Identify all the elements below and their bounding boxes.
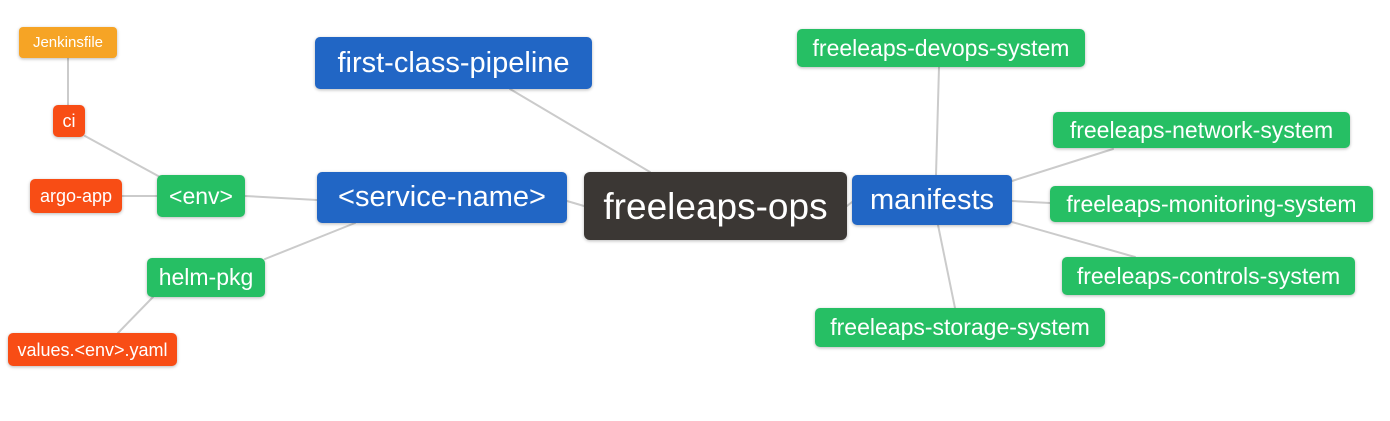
node-jenkinsfile[interactable]: Jenkinsfile [19, 27, 117, 58]
node-argo-app[interactable]: argo-app [30, 179, 122, 213]
node-values-env-yaml[interactable]: values.<env>.yaml [8, 333, 177, 366]
node-freeleaps-network-system[interactable]: freeleaps-network-system [1053, 112, 1350, 148]
node-freeleaps-controls-system[interactable]: freeleaps-controls-system [1062, 257, 1355, 295]
node-ci[interactable]: ci [53, 105, 85, 137]
edge-values-env-yaml-to-helm-pkg [117, 296, 154, 334]
node-first-class-pipeline[interactable]: first-class-pipeline [315, 37, 592, 89]
edge-manifests-to-freeleaps-controls-system [1011, 221, 1136, 258]
edge-freeleaps-ops-to-manifests [846, 201, 853, 207]
edge-helm-pkg-to-service-name [264, 222, 356, 260]
edge-manifests-to-freeleaps-network-system [1011, 148, 1114, 182]
edge-manifests-to-freeleaps-storage-system [937, 224, 956, 309]
node-freeleaps-storage-system[interactable]: freeleaps-storage-system [815, 308, 1105, 347]
node-freeleaps-ops[interactable]: freeleaps-ops [584, 172, 847, 240]
node-freeleaps-monitoring-system[interactable]: freeleaps-monitoring-system [1050, 186, 1373, 222]
edge-manifests-to-freeleaps-monitoring-system [1011, 200, 1051, 204]
edge-first-class-pipeline-to-freeleaps-ops [509, 88, 651, 173]
node-manifests[interactable]: manifests [852, 175, 1012, 225]
node-service-name[interactable]: <service-name> [317, 172, 567, 223]
node-env[interactable]: <env> [157, 175, 245, 217]
edge-ci-to-env [84, 135, 161, 178]
edge-env-to-service-name [244, 195, 318, 201]
edge-manifests-to-freeleaps-devops-system [935, 66, 940, 176]
node-helm-pkg[interactable]: helm-pkg [147, 258, 265, 297]
edge-service-name-to-freeleaps-ops [566, 200, 585, 207]
node-freeleaps-devops-system[interactable]: freeleaps-devops-system [797, 29, 1085, 67]
